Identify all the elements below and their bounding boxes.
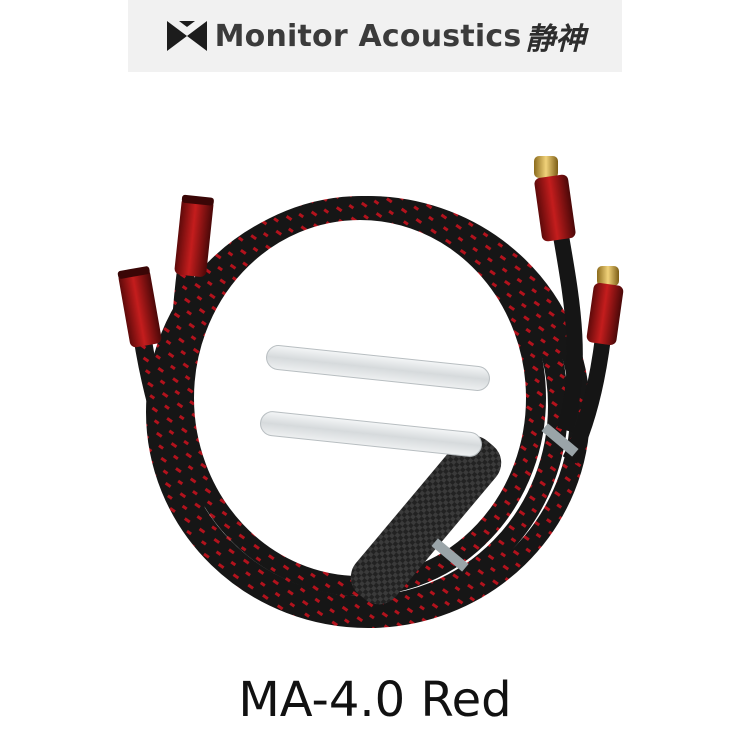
glass-tube-bottom [260,411,482,457]
right-rca-connector-1 [534,156,576,242]
brand-logo-banner: Monitor Acoustics 静神 [128,0,622,72]
glass-tube-top [266,345,490,391]
right-rca-connector-2 [586,266,624,346]
product-photo [117,156,624,628]
brand-logo-icon [166,21,207,51]
left-cable-leads [131,268,214,543]
left-rca-connector-1 [117,266,162,348]
brand-name-cjk: 静神 [525,22,586,57]
carbon-splitter [350,423,579,605]
product-caption: MA-4.0 Red [238,672,512,728]
brand-name: Monitor Acoustics [214,18,522,54]
left-rca-connector-2 [174,194,214,277]
right-cable-leads [552,228,613,464]
